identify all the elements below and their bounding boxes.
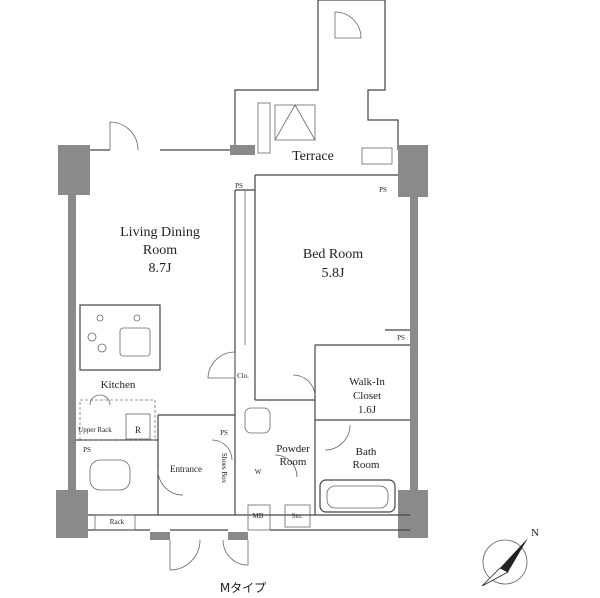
kitchen-label: Kitchen [101,379,136,391]
washer-label: W [255,468,262,476]
floor-plan-caption: Mタイプ [220,581,266,595]
ps-label-terrace-right: PS [379,186,387,194]
ps-label-terrace-left: PS [235,182,243,190]
fixtures [89,407,396,531]
doors [89,121,351,571]
ps-label-bedroom: PS [397,334,405,342]
interior-walls [76,149,410,531]
refrigerator-label: R [135,425,141,435]
terrace-label: Terrace [292,149,334,164]
ps-label-entrance: PS [220,429,228,437]
kitchen-counter [79,304,161,441]
living-dining-size: 8.7J [149,261,173,276]
shoes-box-label: Shoes Box [220,453,228,484]
terrace-area [234,0,399,176]
walk-in-label-line1: Walk-In [349,376,385,388]
closet-label: Clo. [237,372,249,380]
powder-room-label-line2: Room [280,456,307,468]
upper-rack-label: Upper Rack [78,426,112,434]
mb-label: MB [253,512,264,520]
entrance-label: Entrance [170,464,202,474]
walk-in-size: 1.6J [358,404,377,416]
living-dining-label-line1: Living Dining [120,225,200,240]
living-dining-label-line2: Room [143,243,177,258]
rack-label: Rack [110,518,125,526]
bed-room-label: Bed Room [303,247,363,262]
compass-north-label: N [531,527,539,539]
walk-in-label-line2: Closet [353,390,381,402]
bath-room-label-line1: Bath [356,446,377,458]
compass-icon: N [481,527,539,587]
ps-label-toilet: PS [83,446,91,454]
walls [56,145,428,540]
bed-room-size: 5.8J [322,266,346,281]
powder-room-label-line1: Powder [276,443,310,455]
storage-label: Sto. [291,512,302,520]
bath-room-label-line2: Room [353,459,380,471]
